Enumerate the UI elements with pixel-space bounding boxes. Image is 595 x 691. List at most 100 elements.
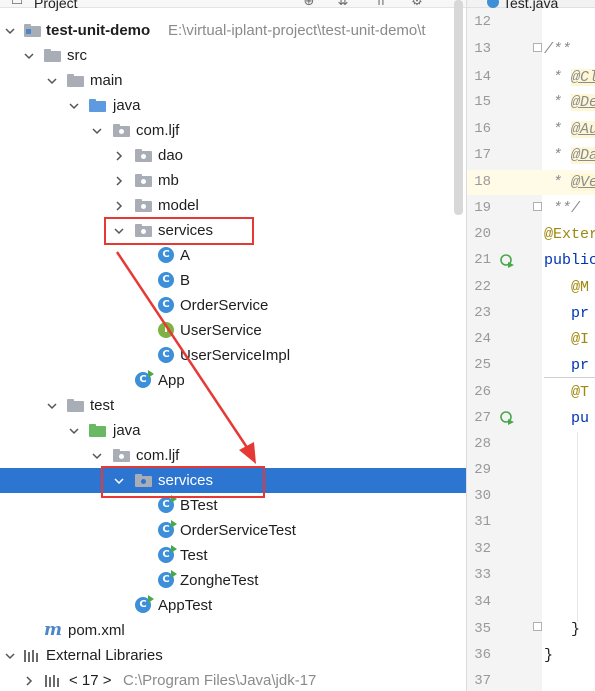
line-number: 27 <box>474 410 491 426</box>
run-gutter-icon[interactable] <box>499 253 515 269</box>
tree-item-java-test[interactable]: java <box>0 418 466 443</box>
gear-icon[interactable]: ⚙ <box>411 0 423 8</box>
chevron-right-icon[interactable] <box>22 668 36 691</box>
chevron-down-icon[interactable] <box>67 93 81 118</box>
test-class-icon: C <box>158 520 177 538</box>
tree-item-java-main[interactable]: java <box>0 93 466 118</box>
line-number: 23 <box>474 305 491 321</box>
class-icon: C <box>158 247 174 263</box>
chevron-down-icon[interactable] <box>3 18 17 43</box>
collapse-icon[interactable]: ⇊ <box>337 0 349 8</box>
tree-item-test[interactable]: test <box>0 393 466 418</box>
tree-item-package-main[interactable]: com.ljf <box>0 118 466 143</box>
line-number: 22 <box>474 279 491 295</box>
fold-icon[interactable] <box>533 202 542 211</box>
test-class-icon: C <box>158 495 177 513</box>
tree-item-label: com.ljf <box>136 122 180 139</box>
fold-icon[interactable] <box>533 622 542 631</box>
panel-divider[interactable] <box>466 0 467 691</box>
tree-item-label: mb <box>158 172 179 189</box>
target-icon[interactable]: ⊕ <box>303 0 315 8</box>
tree-scrollbar-thumb[interactable] <box>454 0 463 215</box>
chevron-down-icon[interactable] <box>112 468 126 493</box>
code-line-18: * @Ve <box>544 170 595 195</box>
fold-icon[interactable] <box>533 43 542 52</box>
line-number: 34 <box>474 594 491 610</box>
chevron-down-icon[interactable] <box>67 418 81 443</box>
tree-item-label: ZongheTest <box>180 572 259 589</box>
chevron-right-icon[interactable] <box>112 193 126 218</box>
code-line-17: * @Da <box>544 143 595 168</box>
code-line-26: @T <box>544 384 590 401</box>
tree-item-label: A <box>180 247 191 264</box>
line-number: 24 <box>474 331 491 347</box>
tree-item-label: test-unit-demo <box>46 22 151 39</box>
chevron-down-icon[interactable] <box>45 68 59 93</box>
tree-item-user-service-impl[interactable]: C UserServiceImpl <box>0 343 466 368</box>
tree-item-dao[interactable]: dao <box>0 143 466 168</box>
tree-item-model[interactable]: model <box>0 193 466 218</box>
tree-item-label: BTest <box>180 497 218 514</box>
method-separator <box>544 377 595 378</box>
run-gutter-icon[interactable] <box>499 410 515 426</box>
class-icon <box>487 0 499 8</box>
editor-gutter <box>467 0 542 691</box>
tree-item-app-test[interactable]: C AppTest <box>0 593 466 618</box>
tree-item-test-class[interactable]: C Test <box>0 543 466 568</box>
tree-item-package-test[interactable]: com.ljf <box>0 443 466 468</box>
tree-item-services-main[interactable]: services <box>0 218 466 243</box>
tree-item-user-service[interactable]: I UserService <box>0 318 466 343</box>
tree-item-btest[interactable]: C BTest <box>0 493 466 518</box>
tree-item-label: pom.xml <box>68 622 125 639</box>
panel-title[interactable]: Project <box>34 0 78 11</box>
line-number: 37 <box>474 673 491 689</box>
line-number: 35 <box>474 621 491 637</box>
code-line-22: @M <box>544 279 590 296</box>
tree-item-external-libraries[interactable]: External Libraries <box>0 643 466 668</box>
package-icon <box>113 447 130 464</box>
chevron-down-icon[interactable] <box>3 643 17 668</box>
line-number: 17 <box>474 147 491 163</box>
chevron-down-icon[interactable] <box>45 393 59 418</box>
chevron-down-icon[interactable] <box>22 43 36 68</box>
tree-item-order-service[interactable]: C OrderService <box>0 293 466 318</box>
tree-item-label: UserServiceImpl <box>180 347 291 364</box>
tree-item-pom[interactable]: m pom.xml <box>0 618 466 643</box>
tree-item-mb[interactable]: mb <box>0 168 466 193</box>
line-number: 31 <box>474 514 491 530</box>
tree-item-src[interactable]: src <box>0 43 466 68</box>
tree-item-app[interactable]: C App <box>0 368 466 393</box>
tree-item-main[interactable]: main <box>0 68 466 93</box>
tree-item-class-a[interactable]: C A <box>0 243 466 268</box>
tree-item-project-root[interactable]: test-unit-demo E:\virtual-iplant-project… <box>0 18 466 43</box>
tree-item-label: test <box>90 397 115 414</box>
package-icon <box>135 197 152 214</box>
project-tool-window: ▭ Project ⊕ ⇊ ⇈ ⚙ test-unit-demo E:\virt… <box>0 0 466 691</box>
class-icon: C <box>158 347 174 363</box>
tree-item-label: B <box>180 272 191 289</box>
tree-item-class-b[interactable]: C B <box>0 268 466 293</box>
folder-icon <box>67 397 84 414</box>
chevron-right-icon[interactable] <box>112 143 126 168</box>
chevron-down-icon[interactable] <box>90 443 104 468</box>
chevron-down-icon[interactable] <box>112 218 126 243</box>
project-panel-header: ▭ Project ⊕ ⇊ ⇈ ⚙ <box>0 0 466 11</box>
tree-item-jdk[interactable]: < 17 > C:\Program Files\Java\jdk-17 <box>0 668 466 691</box>
tree-item-zonghe-test[interactable]: C ZongheTest <box>0 568 466 593</box>
tree-item-order-service-test[interactable]: C OrderServiceTest <box>0 518 466 543</box>
code-line-19: **/ <box>544 200 581 217</box>
chevron-down-icon[interactable] <box>90 118 104 143</box>
folder-icon <box>67 72 84 89</box>
line-number: 32 <box>474 541 491 557</box>
tree-item-services-test[interactable]: services <box>0 468 466 493</box>
code-line-16: * @Au <box>544 117 595 142</box>
interface-icon: I <box>158 322 174 338</box>
project-icon: ▭ <box>10 0 24 8</box>
code-line-13: /** <box>544 41 572 58</box>
expand-icon[interactable]: ⇈ <box>375 0 387 8</box>
editor-tab-test-java[interactable]: Test.java <box>503 0 559 11</box>
chevron-right-icon[interactable] <box>112 168 126 193</box>
line-number: 20 <box>474 226 491 242</box>
tree-item-label: services <box>158 222 214 239</box>
